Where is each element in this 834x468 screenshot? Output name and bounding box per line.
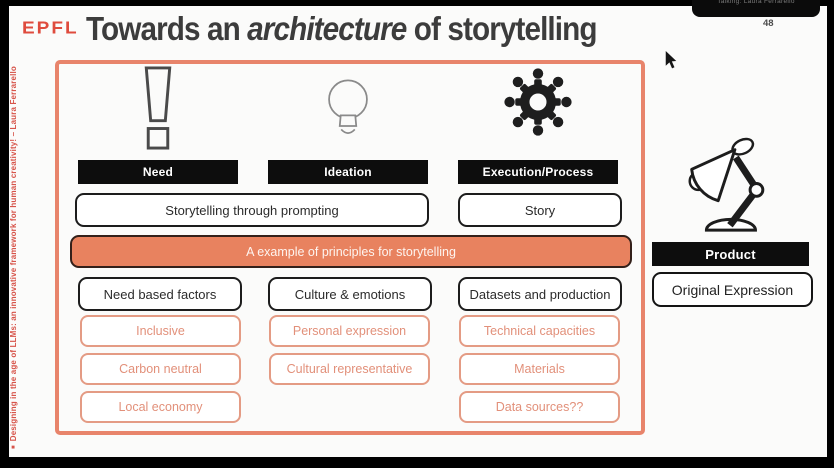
page-number: 48 — [763, 18, 774, 29]
factor-pill: Technical capacities — [459, 315, 620, 347]
title-suffix: of storytelling — [406, 10, 598, 47]
factor-pill: Inclusive — [80, 315, 241, 347]
factor-pill: Local economy — [80, 391, 241, 423]
title-prefix: Towards an — [86, 10, 248, 47]
column-header-need-based-factors: Need based factors — [78, 277, 242, 311]
factor-pill: Personal expression — [269, 315, 430, 347]
factor-pill: Cultural representative — [269, 353, 430, 385]
stage-label-execution-process: Execution/Process — [458, 160, 618, 184]
slide-title: Towards an architecture of storytelling — [86, 10, 598, 48]
original-expression-box: Original Expression — [652, 272, 813, 307]
principles-banner: A example of principles for storytelling — [70, 235, 632, 268]
stage-label-ideation: Ideation — [268, 160, 428, 184]
mouse-cursor-icon — [664, 50, 678, 75]
column-header-datasets-production: Datasets and production — [458, 277, 622, 311]
epfl-logo: EPFL — [22, 18, 79, 39]
factor-pill: Materials — [459, 353, 620, 385]
exclamation-icon — [78, 66, 238, 150]
title-italic-word: architecture — [247, 10, 407, 47]
product-label: Product — [652, 242, 809, 266]
side-note-bullet: ■ — [11, 445, 17, 449]
side-note-text: Designing in the age of LLMs: an innovat… — [9, 66, 18, 442]
side-footer-note: ■ Designing in the age of LLMs: an innova… — [9, 66, 18, 449]
lightbulb-icon — [268, 72, 428, 144]
flow-box-story: Story — [458, 193, 622, 227]
desk-lamp-icon — [663, 132, 793, 238]
factor-pill: Carbon neutral — [80, 353, 241, 385]
flow-box-storytelling-through-prompting: Storytelling through prompting — [75, 193, 429, 227]
factor-pill: Data sources?? — [459, 391, 620, 423]
column-header-culture-emotions: Culture & emotions — [268, 277, 432, 311]
storytelling-architecture-panel — [55, 60, 645, 435]
speaker-name-overlay: Talking: Laura Ferrarello — [692, 0, 820, 17]
stage-label-need: Need — [78, 160, 238, 184]
gear-icon — [458, 66, 618, 138]
